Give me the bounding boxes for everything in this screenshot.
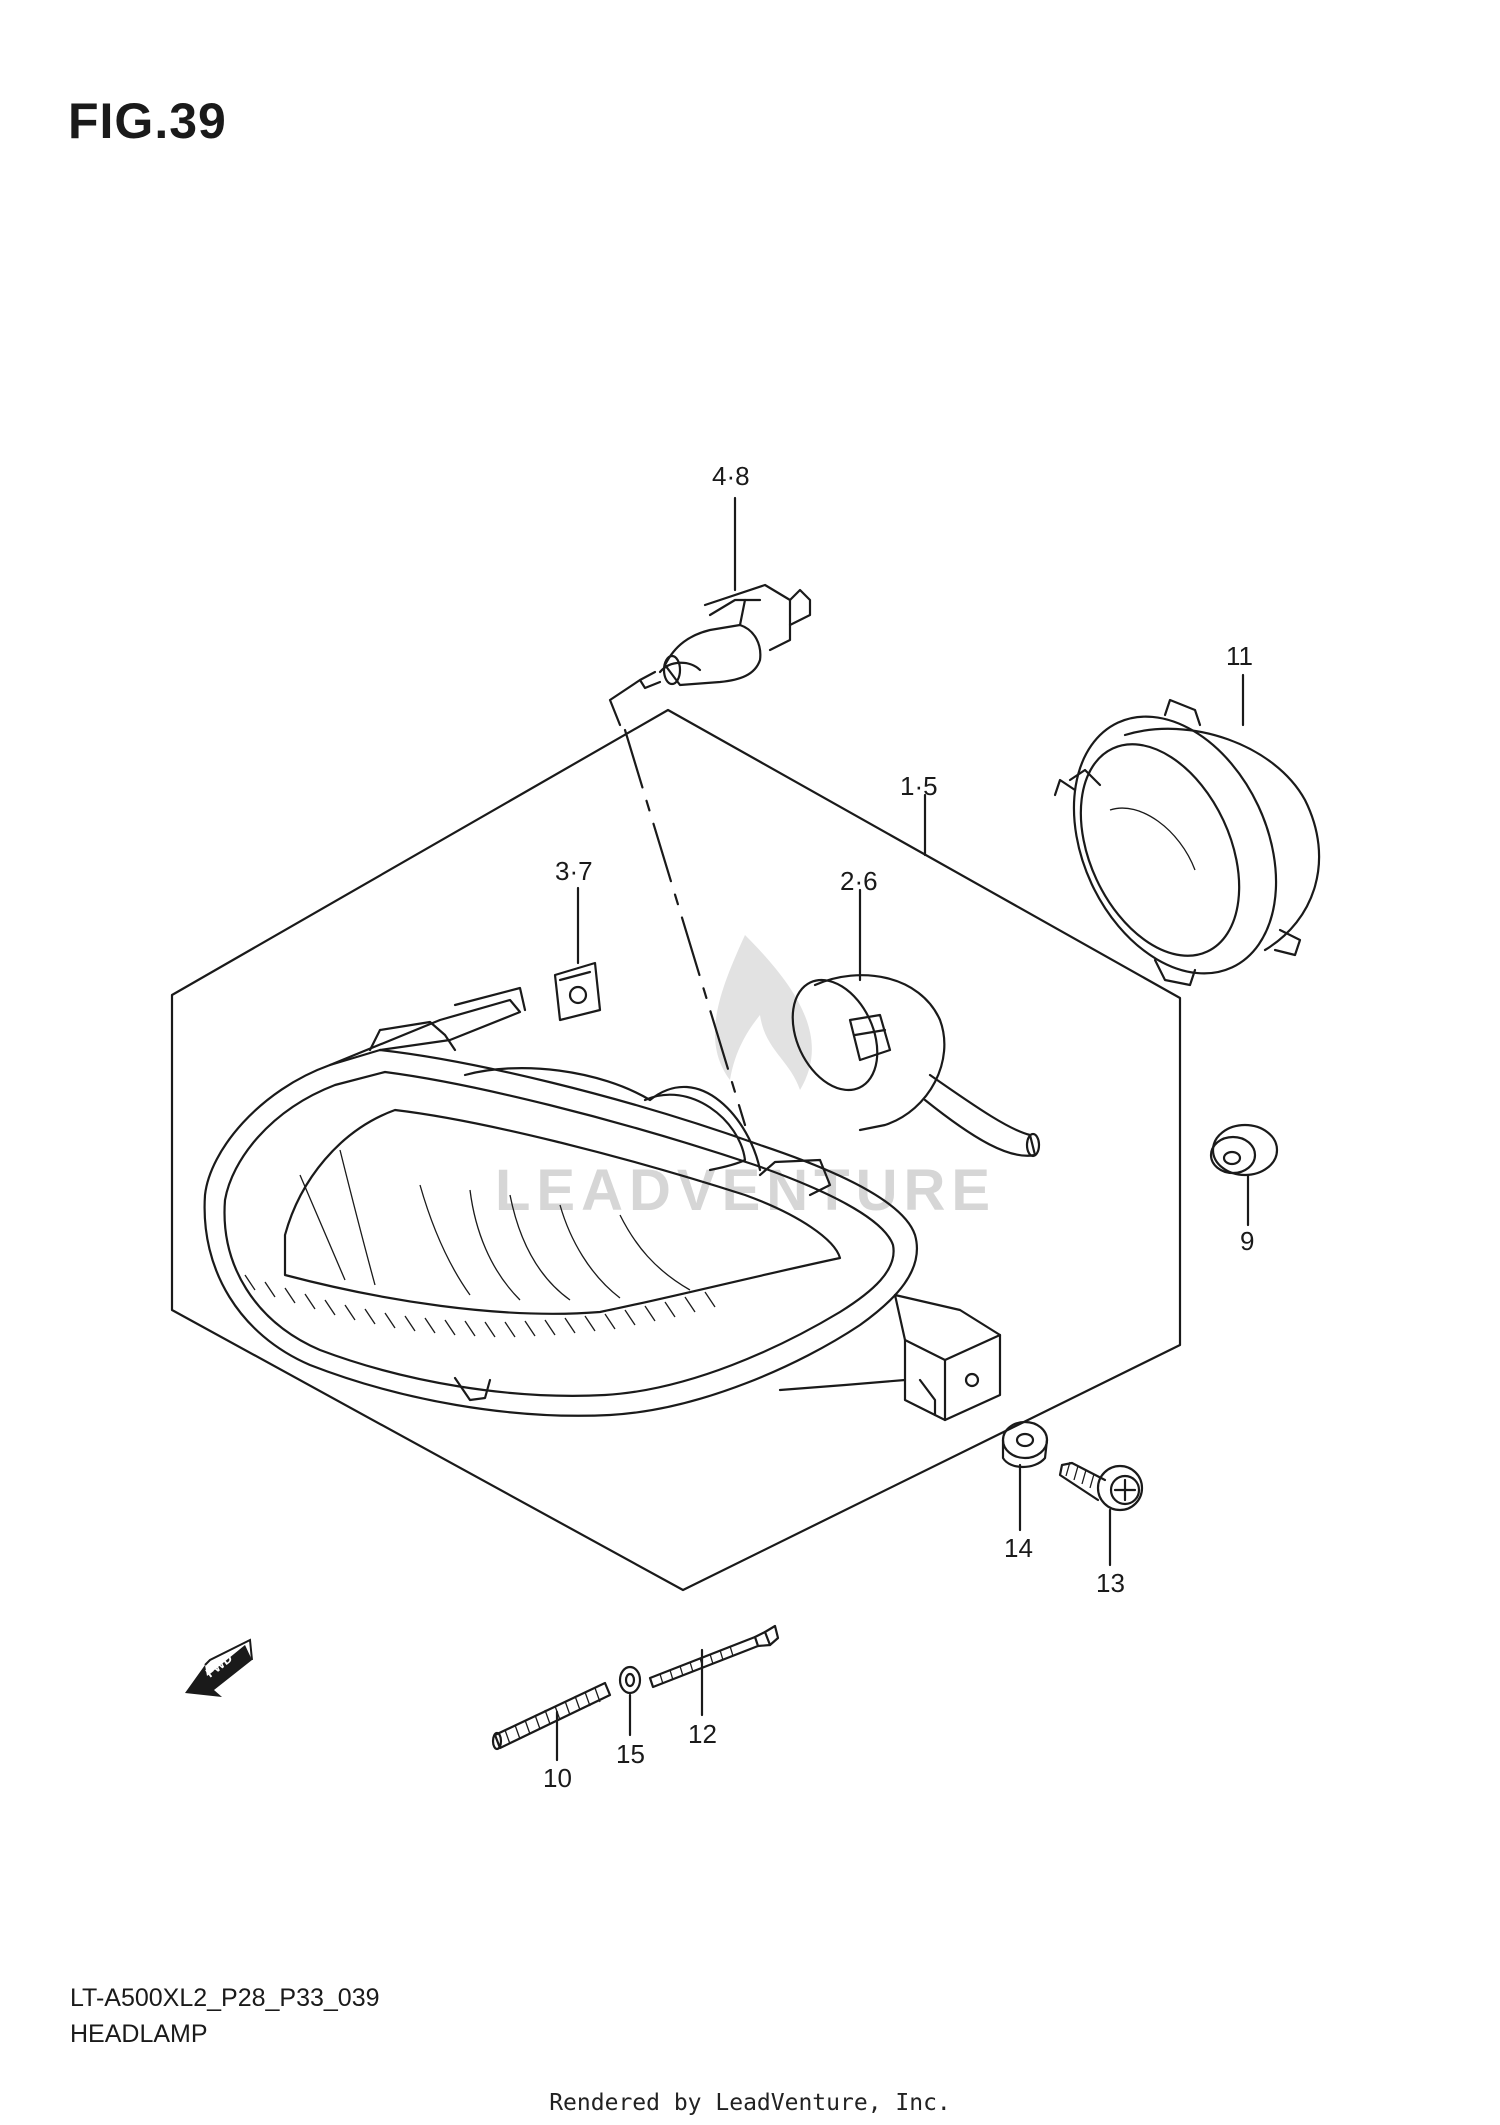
callout-9: 9 [1240,1226,1254,1256]
forward-arrow-icon: FWD [185,1638,253,1697]
washer-15 [618,1665,642,1695]
model-code-line: LT-A500XL2_P28_P33_039 [70,1984,380,2012]
headlamp-bulb [638,583,812,690]
callout-10: 10 [543,1763,572,1793]
callout-15: 15 [616,1739,645,1769]
screw-13 [1058,1461,1144,1512]
callout-11: 11 [1226,641,1253,671]
callout-12: 12 [688,1719,717,1749]
assembly-boundary [170,708,1182,1592]
section-name: HEADLAMP [70,2020,208,2048]
dust-cover [1053,698,1321,987]
callout-14: 14 [1004,1533,1033,1563]
figure-title: FIG.39 [68,93,227,149]
watermark-logo: LEADVENTURE [495,935,996,1223]
callout-13: 13 [1096,1568,1125,1598]
footer-credit: Rendered by LeadVenture, Inc. [549,2090,951,2116]
grommet-9 [1209,1123,1279,1177]
spring-10 [491,1681,612,1751]
callout-1-5: 1·5 [900,771,938,801]
callout-4-8: 4·8 [712,461,750,491]
watermark-text: LEADVENTURE [495,1158,996,1223]
headlamp-housing [203,986,1002,1422]
leader-lines [555,496,1250,1762]
mounting-clip [553,961,602,1022]
bulb-socket [791,974,1041,1158]
callout-2-6: 2·6 [840,866,878,896]
callout-3-7: 3·7 [555,856,593,886]
adjusting-screw-12 [648,1624,780,1689]
grommet-14 [1001,1420,1049,1469]
model-code: LT-A500XL2_P28_P33_039 HEADLAMP [70,1980,380,2052]
